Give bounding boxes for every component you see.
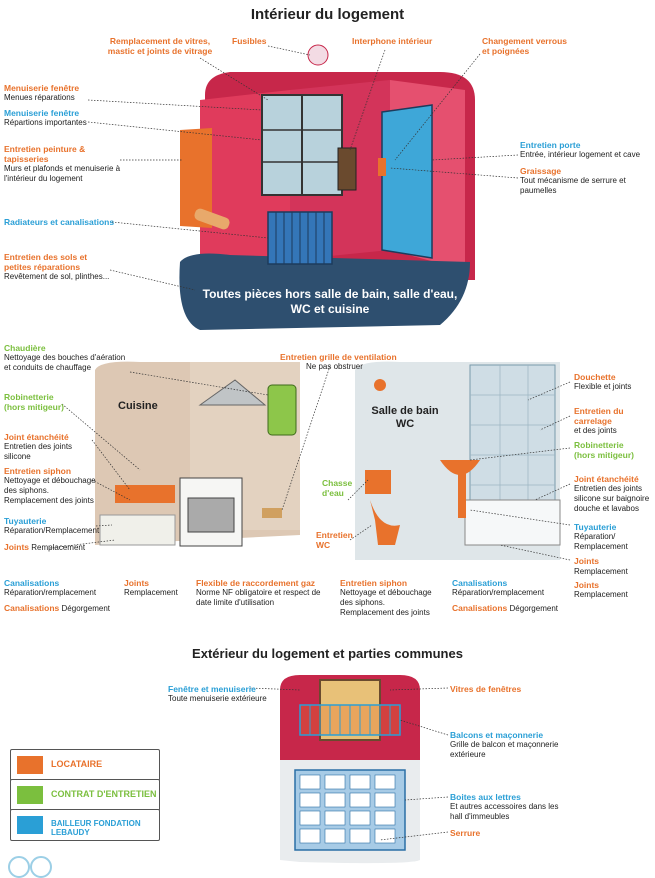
page-circle-icon	[8, 856, 30, 878]
legend-text-locataire: LOCATAIRE	[51, 759, 103, 769]
label-canal2-kitchen: Canalisations Dégorgement	[4, 603, 110, 613]
bath-vent	[374, 379, 386, 391]
boiler	[267, 384, 297, 436]
label-joints-bath: Joints Remplacement	[574, 556, 628, 576]
exterior-title: Extérieur du logement et parties commune…	[192, 646, 463, 661]
label-wc: Entretien WC	[316, 530, 353, 550]
legend-swatch-locataire	[17, 756, 43, 774]
legend-swatch-contrat	[17, 786, 43, 804]
living-room-illustration	[179, 44, 475, 330]
toilet	[370, 500, 400, 545]
bathtub	[464, 499, 561, 546]
legend-locataire: LOCATAIRE	[10, 749, 160, 781]
legend-bailleur: BAILLEUR FONDATION LEBAUDY	[10, 809, 160, 841]
leader-lines	[49, 45, 571, 841]
page-circle-icon	[30, 856, 52, 878]
bathroom-label: Salle de bain WC	[371, 405, 439, 430]
label-fusibles: Fusibles	[232, 36, 267, 46]
floor	[179, 253, 470, 330]
label-robinetterie-bath: Robinetterie (hors mitigeur)	[574, 440, 634, 460]
kitchen-sink	[115, 485, 175, 503]
kitchen-label: Cuisine	[118, 400, 158, 412]
interior-title: Intérieur du logement	[250, 6, 405, 23]
main-floor-label: Toutes pièces hors salle de bain, salle …	[202, 287, 458, 316]
label-radiateurs: Radiateurs et canalisations	[4, 217, 115, 227]
label-canal2-bath: Canalisations Dégorgement	[452, 603, 558, 613]
label-vitres: Remplacement de vitres, mastic et joints…	[107, 36, 213, 56]
bathroom-illustration	[355, 361, 561, 560]
label-verrous: Changement verrous et poignées	[482, 36, 568, 56]
legend-text-contrat: CONTRAT D'ENTRETIEN	[51, 789, 157, 799]
hood	[198, 379, 267, 406]
label-sols: Entretien des sols et petites réparation…	[4, 252, 110, 281]
vent-grill	[262, 508, 282, 518]
electric-panel	[337, 147, 357, 191]
label-robinetterie-kitchen: Robinetterie (hors mitigeur)	[4, 392, 64, 412]
label-serrure: Serrure	[450, 828, 481, 838]
bath-sink	[440, 460, 480, 475]
legend-contrat: CONTRAT D'ENTRETIEN	[10, 779, 160, 811]
label-vitres-ext: Vitres de fenêtres	[450, 684, 522, 694]
legend-text-bailleur: BAILLEUR FONDATION LEBAUDY	[51, 819, 141, 837]
kitchen-illustration	[95, 361, 300, 547]
wallpaper	[180, 128, 212, 228]
label-interphone: Interphone intérieur	[352, 36, 433, 46]
exterior-illustration	[280, 675, 420, 864]
label-joints-kitchen: Joints Remplacement	[4, 542, 86, 552]
door	[381, 104, 433, 259]
label-chasse: Chasse d'eau	[322, 478, 353, 498]
legend-swatch-bailleur	[17, 816, 43, 834]
fuse	[307, 44, 329, 66]
